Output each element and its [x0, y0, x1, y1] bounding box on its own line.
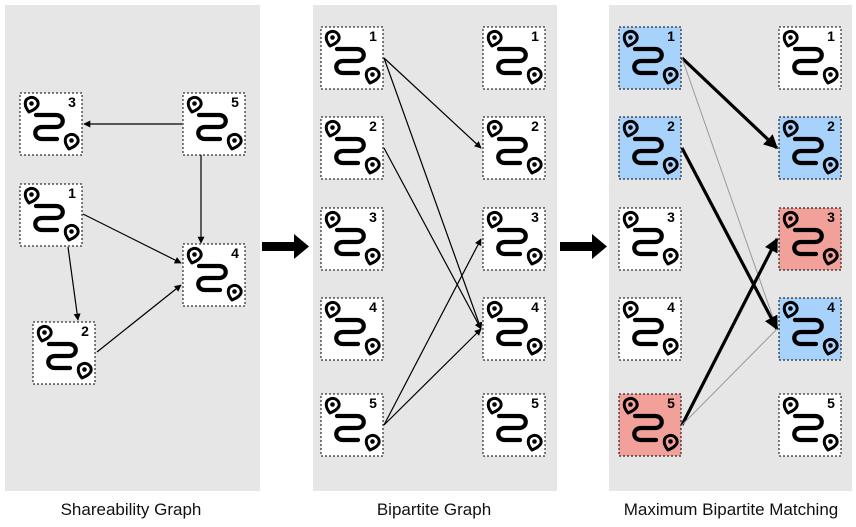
route-pin-icon [782, 397, 839, 452]
edge-bipartite-L1-to-R4 [383, 57, 483, 330]
edges-layer [67, 56, 779, 426]
node-bipartite-L5: 5 [320, 393, 384, 457]
node-label: 2 [827, 118, 835, 134]
route-pin-icon [486, 397, 543, 452]
route-pin-icon [324, 30, 381, 85]
node-shareability-4: 4 [182, 243, 246, 307]
node-label: 1 [531, 28, 539, 44]
route-pin-icon [36, 325, 93, 380]
node-label: 2 [81, 323, 89, 339]
node-label: 4 [667, 299, 675, 315]
node-label: 3 [68, 94, 76, 110]
node-matching-L3: 3 [618, 207, 682, 271]
route-pin-icon [622, 120, 679, 175]
route-pin-icon [486, 301, 543, 356]
route-pin-icon [622, 211, 679, 266]
node-matching-R4: 4 [778, 297, 842, 361]
node-label: 1 [667, 28, 675, 44]
route-pin-icon [622, 397, 679, 452]
node-matching-R5: 5 [778, 393, 842, 457]
node-label: 3 [531, 209, 539, 225]
edge-matching-L1-to-R4 [681, 57, 778, 330]
node-shareability-2: 2 [32, 321, 96, 385]
node-label: 5 [231, 94, 239, 110]
node-bipartite-L2: 2 [320, 116, 384, 180]
node-label: 4 [369, 299, 377, 315]
route-pin-icon [23, 187, 80, 242]
node-label: 3 [827, 209, 835, 225]
node-bipartite-L3: 3 [320, 207, 384, 271]
caption-maximum-bipartite-matching: Maximum Bipartite Matching [623, 500, 839, 519]
node-label: 1 [369, 28, 377, 44]
route-pin-icon [186, 247, 243, 302]
edge-bipartite-L5-to-R4 [383, 328, 482, 426]
route-pin-icon [324, 120, 381, 175]
route-pin-icon [486, 30, 543, 85]
edge-2-to-4 [96, 284, 182, 353]
edge-1-to-4 [82, 213, 182, 264]
node-label: 5 [827, 395, 835, 411]
node-matching-L1: 1 [618, 26, 682, 90]
node-label: 2 [369, 118, 377, 134]
right-arrow-icon [560, 234, 607, 259]
node-label: 4 [531, 299, 539, 315]
route-pin-icon [324, 211, 381, 266]
route-pin-icon [324, 397, 381, 452]
edge-matching-L5-to-R4 [681, 328, 778, 426]
node-label: 1 [68, 185, 76, 201]
node-bipartite-R2: 2 [482, 116, 546, 180]
node-shareability-5: 5 [182, 92, 246, 156]
node-label: 3 [369, 209, 377, 225]
route-pin-icon [324, 301, 381, 356]
node-bipartite-R5: 5 [482, 393, 546, 457]
node-bipartite-L1: 1 [320, 26, 384, 90]
route-pin-icon [486, 120, 543, 175]
node-matching-L4: 4 [618, 297, 682, 361]
node-bipartite-R4: 4 [482, 297, 546, 361]
node-matching-R2: 2 [778, 116, 842, 180]
nodes-layer: 3 5 1 4 2 1 2 3 4 5 1 2 3 4 5 1 2 3 4 5 1 2 3 4 5 [19, 26, 842, 457]
route-pin-icon [782, 30, 839, 85]
edge-matching-L2-to-R4 [680, 147, 779, 331]
route-pin-icon [186, 96, 243, 151]
right-arrow-icon [262, 234, 309, 259]
route-pin-icon [622, 301, 679, 356]
node-matching-L2: 2 [618, 116, 682, 180]
node-bipartite-R1: 1 [482, 26, 546, 90]
route-pin-icon [486, 211, 543, 266]
edge-bipartite-L2-to-R4 [383, 147, 482, 330]
edge-matching-L1-to-R2 [680, 56, 779, 150]
node-matching-L5: 5 [618, 393, 682, 457]
node-label: 4 [827, 299, 835, 315]
edge-bipartite-L1-to-R2 [383, 57, 482, 149]
route-pin-icon [782, 301, 839, 356]
node-matching-R1: 1 [778, 26, 842, 90]
node-shareability-3: 3 [19, 92, 83, 156]
edge-1-to-2 [67, 246, 81, 321]
caption-shareability-graph: Shareability Graph [60, 500, 202, 519]
node-matching-R3: 3 [778, 207, 842, 271]
edge-matching-L5-to-R3 [680, 237, 779, 426]
edge-bipartite-L5-to-R3 [383, 238, 482, 426]
node-label: 4 [231, 245, 239, 261]
route-pin-icon [782, 120, 839, 175]
caption-bipartite-graph: Bipartite Graph [376, 500, 492, 519]
node-label: 1 [827, 28, 835, 44]
node-bipartite-L4: 4 [320, 297, 384, 361]
node-label: 2 [667, 118, 675, 134]
route-pin-icon [622, 30, 679, 85]
route-pin-icon [782, 211, 839, 266]
node-bipartite-R3: 3 [482, 207, 546, 271]
node-label: 5 [369, 395, 377, 411]
node-label: 2 [531, 118, 539, 134]
node-label: 3 [667, 209, 675, 225]
route-pin-icon [23, 96, 80, 151]
node-label: 5 [667, 395, 675, 411]
node-shareability-1: 1 [19, 183, 83, 247]
node-label: 5 [531, 395, 539, 411]
